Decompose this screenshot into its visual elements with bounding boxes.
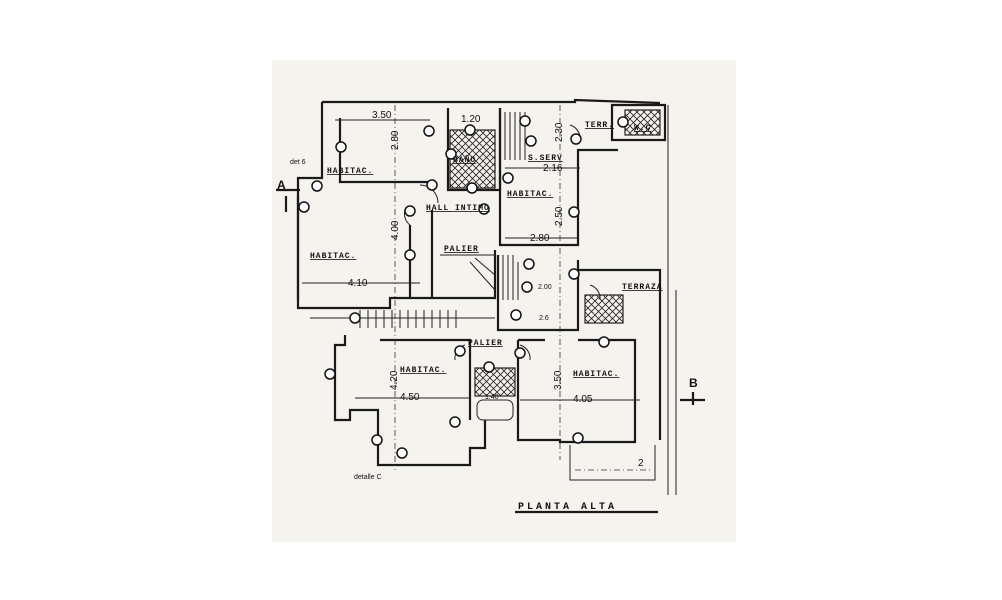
dimension-1-20: 1.20 [461, 114, 481, 125]
detail-label-6: det 6 [290, 159, 306, 166]
section-line-a [276, 188, 300, 212]
dimension-2-6: 2.6 [539, 315, 549, 322]
room-label-wc: W.C [634, 124, 651, 133]
room-label-habitac-upper-left: HABITAC. [327, 167, 373, 176]
dimension-lines [302, 105, 640, 470]
room-label-palier-upper: PALIER [444, 245, 479, 254]
room-label-palier-lower: PALIER [468, 339, 503, 348]
lower-bath-hatch [474, 367, 516, 397]
walls [296, 98, 677, 495]
staircase-upper [359, 112, 526, 328]
dimension-2-50-vertical: 2.50 [554, 206, 565, 226]
plan-title: PLANTA ALTA [518, 502, 617, 513]
dimension-4-20-vertical: 4.20 [389, 370, 400, 390]
wc-hatch [624, 109, 661, 136]
dimension-1-40: 1.40 [485, 394, 499, 401]
dimension-4-10: 4.10 [348, 278, 368, 289]
room-label-terr: TERR. [585, 121, 614, 130]
dimension-2-80-horizontal: 2.80 [530, 233, 550, 244]
dimension-2-16: 2.16 [543, 163, 563, 174]
note-number-2: 2 [638, 458, 644, 469]
dimension-3-50-top: 3.50 [372, 110, 392, 121]
room-label-terraza: TERRAZA [622, 283, 663, 292]
dimension-4-00-vertical: 4.00 [390, 220, 401, 240]
section-mark-b: B [689, 376, 698, 390]
section-mark-a: A [277, 178, 286, 192]
dimension-2-80-vertical: 2.80 [390, 130, 401, 150]
section-line-b [680, 392, 705, 405]
room-label-hall-intimo: HALL INTIMO [426, 204, 490, 213]
room-label-habitac-center: HABITAC. [507, 190, 553, 199]
room-label-habitac-left: HABITAC. [310, 252, 356, 261]
terraza-bath-hatch [584, 294, 624, 324]
room-label-bano: BAÑO [453, 156, 476, 165]
bathtub [476, 399, 514, 421]
room-label-habitac-lower-right: HABITAC. [573, 370, 619, 379]
dimension-2-00: 2.00 [538, 284, 552, 291]
dimension-4-50: 4.50 [400, 392, 420, 403]
room-label-habitac-lower-left: HABITAC. [400, 366, 446, 375]
dimension-2-30-vertical: 2.30 [554, 122, 565, 142]
paper-background [272, 60, 736, 542]
dimension-4-05: 4.05 [573, 394, 593, 405]
detail-label-c: detalle C [354, 474, 382, 481]
equipment-markers [298, 115, 629, 459]
room-label-s-serv: S.SERV [528, 154, 563, 163]
dimension-3-50-vertical: 3.50 [553, 370, 564, 390]
